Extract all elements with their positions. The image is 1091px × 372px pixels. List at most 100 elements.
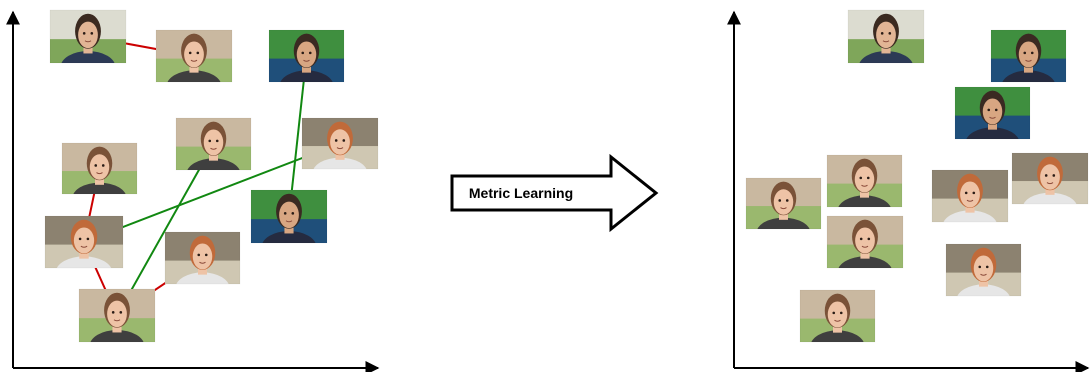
before-face-photo (301, 117, 379, 170)
face (107, 300, 127, 328)
mouth (113, 319, 121, 322)
photo-frame (1011, 152, 1089, 205)
face (203, 129, 224, 156)
right-eye (1052, 174, 1056, 177)
mouth (834, 319, 841, 322)
photo-frame (945, 243, 1022, 297)
face (1018, 41, 1039, 68)
face (960, 181, 980, 208)
photo-frame (826, 154, 903, 208)
photo-frame (250, 189, 328, 244)
right-eye (308, 51, 312, 55)
after-face-photo (745, 177, 822, 230)
left-eye (778, 199, 782, 202)
right-eye (867, 237, 871, 241)
neck (1045, 185, 1055, 195)
before-photos (44, 9, 379, 343)
shirt (61, 51, 115, 63)
photo-frame (826, 215, 904, 269)
right-eye (866, 176, 870, 180)
face (854, 166, 875, 193)
left-eye (82, 32, 86, 35)
left-eye (188, 51, 192, 55)
shirt (187, 158, 240, 170)
neck (833, 323, 842, 333)
dissimilar-pair-link (288, 55, 308, 217)
left-eye (111, 311, 115, 314)
left-eye (978, 265, 982, 269)
photo-frame (175, 117, 252, 171)
right-eye (291, 212, 295, 215)
mouth (190, 59, 198, 62)
right-eye (119, 311, 123, 314)
after-face-photo (954, 86, 1031, 140)
after-face-photo (931, 169, 1009, 223)
dissimilar-pair-link (116, 143, 215, 316)
shirt (859, 51, 913, 63)
mouth (80, 245, 88, 248)
mouth (96, 172, 103, 175)
photo-frame (990, 29, 1067, 83)
shirt (56, 256, 112, 268)
photo-frame (155, 29, 233, 83)
neck (95, 175, 104, 185)
left-eye (94, 164, 98, 167)
left-eye (283, 212, 287, 215)
shirt (1002, 70, 1055, 82)
neck (979, 277, 988, 287)
shirt (73, 182, 126, 194)
mouth (210, 147, 217, 150)
right-eye (101, 164, 105, 167)
shirt (280, 70, 333, 82)
face (184, 41, 204, 68)
face (827, 301, 848, 328)
metric-learning-arrow: Metric Learning (450, 153, 659, 233)
shirt (811, 330, 864, 342)
mouth (1025, 59, 1032, 62)
shirt (757, 217, 810, 229)
before-face-photo (44, 215, 124, 269)
before-face-photo (155, 29, 233, 83)
mouth (285, 220, 293, 223)
left-eye (859, 176, 863, 180)
face (192, 243, 213, 270)
mouth (84, 40, 92, 43)
right-eye (994, 108, 998, 112)
arrow-shape (450, 153, 659, 233)
right-eye (888, 32, 892, 35)
left-eye (880, 32, 884, 35)
face (1040, 164, 1060, 190)
after-face-photo (826, 215, 904, 269)
shirt (313, 157, 367, 169)
shirt (262, 231, 316, 243)
face (855, 227, 875, 254)
mouth (199, 261, 206, 264)
before-face-photo (78, 288, 156, 343)
before-face-photo (250, 189, 328, 244)
mouth (980, 273, 987, 276)
before-face-photo (61, 142, 138, 195)
right-eye (204, 253, 208, 257)
before-face-photo (175, 117, 252, 171)
mouth (336, 147, 344, 150)
face (973, 255, 994, 282)
photo-frame (954, 86, 1031, 140)
shirt (1023, 192, 1077, 204)
face (330, 129, 350, 155)
shirt (957, 284, 1010, 296)
right-eye (86, 237, 90, 241)
mouth (861, 184, 868, 187)
face (296, 41, 317, 68)
after-face-photo (799, 289, 876, 343)
right-eye (1030, 51, 1034, 55)
shirt (838, 195, 891, 207)
right-eye (90, 32, 94, 35)
left-eye (1023, 51, 1027, 55)
after-axes (727, 10, 1090, 372)
neck (779, 210, 788, 220)
right-eye (985, 265, 989, 269)
face (982, 98, 1003, 125)
mouth (989, 116, 996, 119)
face (773, 189, 794, 215)
photo-frame (745, 177, 822, 230)
